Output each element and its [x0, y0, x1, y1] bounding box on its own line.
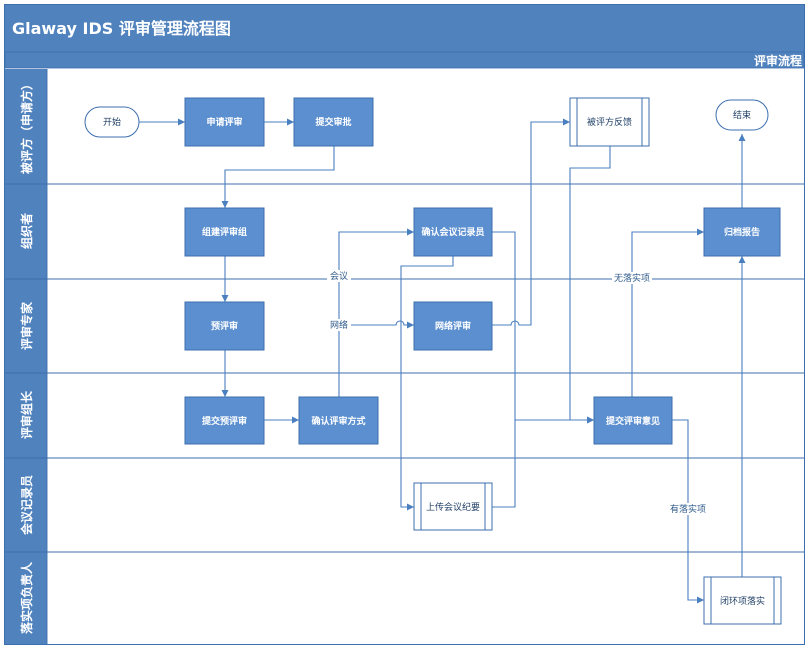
- lane-label-leader: 评审组长: [19, 390, 34, 439]
- archive-report-node[interactable]: 归档报告: [703, 207, 781, 257]
- pre-review-label: 预评审: [211, 320, 238, 332]
- pre-review-node[interactable]: 预评审: [184, 301, 265, 351]
- edge-recorder-trunk: [492, 231, 516, 420]
- edge-opinion-archive: [631, 228, 704, 397]
- submit-approval-label: 提交审批: [315, 116, 351, 128]
- submit-opinion-label: 提交评审意见: [606, 415, 660, 427]
- lane-label-organizer: 组织者: [19, 213, 34, 249]
- edge-method-recorder: [338, 228, 414, 397]
- archive-report-label: 归档报告: [724, 226, 760, 238]
- lane-label-owner: 落实项负责人: [19, 561, 34, 634]
- edge-recorder-upload: [400, 256, 454, 511]
- edge-label-online: 网络: [330, 319, 348, 331]
- edge-label-no-items: 无落实项: [614, 272, 650, 284]
- lane-label-recorder: 会议记录员: [19, 475, 34, 535]
- start-node[interactable]: 开始: [84, 106, 140, 138]
- confirm-recorder-node[interactable]: 确认会议记录员: [413, 207, 493, 257]
- edge-submit-formgroup: [221, 146, 335, 208]
- submit-approval-node[interactable]: 提交审批: [293, 97, 374, 147]
- edge-label-has-items: 有落实项: [670, 503, 706, 515]
- online-review-node[interactable]: 网络评审: [413, 301, 493, 351]
- start-node-label: 开始: [103, 116, 121, 128]
- process-subtitle: 评审流程: [754, 53, 802, 68]
- edge-method-online: [339, 320, 414, 329]
- confirm-recorder-label: 确认会议记录员: [421, 226, 484, 238]
- edge-upload-opinion: [492, 416, 594, 508]
- header-bar: [5, 5, 804, 52]
- apply-review-label: 申请评审: [206, 116, 242, 128]
- lane-separators: [5, 69, 804, 644]
- confirm-method-label: 确认评审方式: [311, 415, 365, 427]
- confirm-method-node[interactable]: 确认评审方式: [298, 396, 379, 445]
- feedback-label: 被评方反馈: [587, 116, 632, 128]
- submit-opinion-node[interactable]: 提交评审意见: [593, 396, 673, 445]
- close-loop-label: 闭环项落实: [720, 595, 765, 607]
- close-loop-node[interactable]: 闭环项落实: [703, 576, 782, 625]
- connectors: [139, 118, 746, 604]
- page-title: Glaway IDS 评审管理流程图: [12, 19, 231, 38]
- subtitle-bar: [4, 51, 805, 69]
- edge-online-feedback: [492, 118, 570, 326]
- lane-label-expert: 评审专家: [19, 301, 34, 350]
- feedback-node[interactable]: 被评方反馈: [569, 97, 650, 147]
- edge-feedback-opinion: [569, 146, 611, 424]
- end-node-label: 结束: [733, 109, 751, 121]
- upload-minutes-node[interactable]: 上传会议纪要: [413, 482, 493, 531]
- upload-minutes-label: 上传会议纪要: [426, 501, 480, 513]
- end-node[interactable]: 结束: [715, 99, 769, 131]
- edge-label-meeting: 会议: [330, 270, 348, 282]
- form-group-label: 组建评审组: [202, 226, 247, 238]
- lane-label-column: [5, 69, 47, 644]
- form-group-node[interactable]: 组建评审组: [184, 207, 265, 257]
- online-review-label: 网络评审: [435, 320, 471, 332]
- submit-pre-review-label: 提交预评审: [202, 415, 247, 427]
- apply-review-node[interactable]: 申请评审: [184, 97, 265, 147]
- lane-label-reviewee: 被评方（申请方）: [19, 78, 34, 174]
- submit-pre-review-node[interactable]: 提交预评审: [184, 396, 265, 445]
